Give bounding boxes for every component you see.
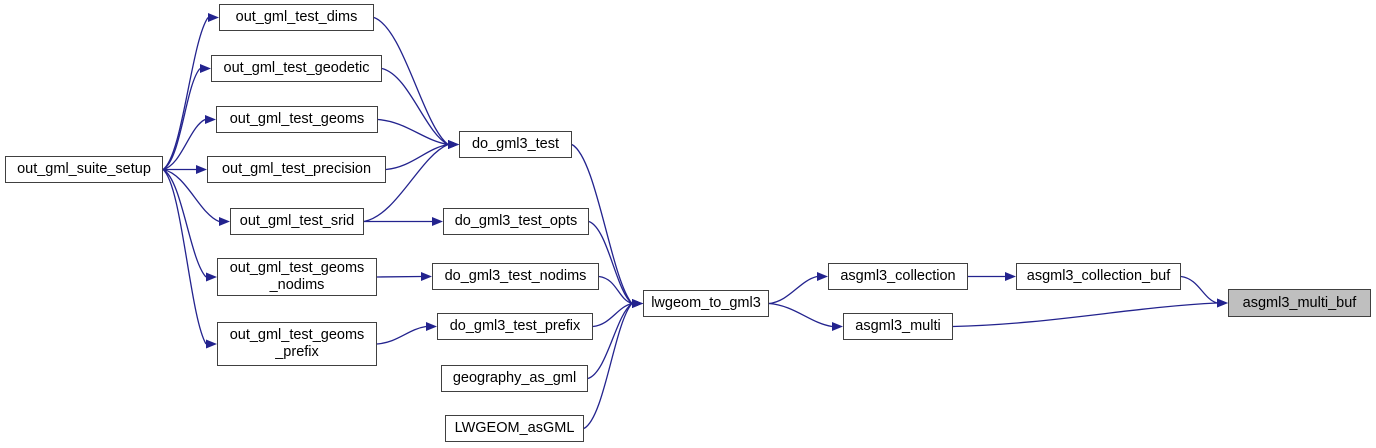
- graph-edge-arrowhead: [1005, 272, 1016, 281]
- graph-edge: [768, 275, 818, 305]
- graph-node-label: out_gml_test_dims: [235, 9, 358, 25]
- graph-node-do_gml3_test_nodims[interactable]: do_gml3_test_nodims: [432, 263, 599, 290]
- graph-node-label: do_gml3_test: [471, 136, 560, 152]
- graph-node-out_gml_test_geoms_nodims[interactable]: out_gml_test_geoms _nodims: [217, 258, 377, 296]
- graph-edge: [162, 68, 201, 171]
- graph-edge-arrowhead: [448, 140, 459, 149]
- graph-edge-arrowhead: [448, 140, 459, 149]
- graph-edge: [768, 302, 833, 328]
- graph-node-asgml3_collection[interactable]: asgml3_collection: [828, 263, 968, 290]
- graph-edge-arrowhead: [817, 272, 828, 281]
- graph-edge: [376, 275, 422, 278]
- graph-node-label: out_gml_test_srid: [239, 213, 355, 229]
- graph-node-label: do_gml3_test_opts: [454, 213, 578, 229]
- graph-node-label: asgml3_multi_buf: [1242, 294, 1357, 311]
- graph-edge-arrowhead: [832, 322, 843, 331]
- graph-edge-arrowhead: [206, 339, 217, 349]
- graph-node-out_gml_test_geoms_prefix[interactable]: out_gml_test_geoms _prefix: [217, 322, 377, 366]
- graph-edge: [381, 67, 449, 146]
- graph-node-label: out_gml_test_precision: [221, 161, 372, 177]
- graph-edge-arrowhead: [432, 217, 443, 226]
- graph-edge-arrowhead: [448, 140, 459, 149]
- graph-edge: [592, 302, 633, 328]
- graph-node-out_gml_test_geoms[interactable]: out_gml_test_geoms: [216, 106, 378, 133]
- graph-edge: [373, 16, 449, 146]
- graph-node-label: out_gml_test_geoms _nodims: [229, 260, 365, 293]
- graph-node-label: asgml3_multi: [855, 318, 941, 334]
- graph-edge: [587, 302, 633, 380]
- graph-node-label: LWGEOM_asGML: [454, 420, 575, 436]
- graph-edge: [385, 143, 449, 171]
- graph-node-label: out_gml_test_geoms _prefix: [229, 327, 365, 360]
- graph-edge-arrowhead: [632, 299, 643, 308]
- graph-edge: [162, 168, 207, 345]
- graph-node-label: do_gml3_test_prefix: [449, 318, 581, 334]
- graph-edge-arrowhead: [448, 140, 459, 149]
- graph-node-LWGEOM_asGML[interactable]: LWGEOM_asGML: [445, 415, 584, 442]
- graph-node-label: asgml3_collection: [840, 268, 956, 284]
- graph-edge: [1180, 275, 1218, 304]
- graph-node-out_gml_test_srid[interactable]: out_gml_test_srid: [230, 208, 364, 235]
- graph-edge-arrowhead: [1217, 298, 1228, 308]
- graph-edge-arrowhead: [632, 299, 643, 308]
- graph-edge-arrowhead: [632, 299, 643, 308]
- graph-node-out_gml_test_geodetic[interactable]: out_gml_test_geodetic: [211, 55, 382, 82]
- graph-edge-arrowhead: [208, 13, 219, 22]
- graph-edge: [952, 302, 1218, 328]
- graph-edge-arrowhead: [196, 165, 207, 174]
- graph-edge-arrowhead: [205, 115, 216, 124]
- graph-edge: [162, 17, 209, 171]
- graph-edge-arrowhead: [1217, 298, 1228, 308]
- graph-node-label: geography_as_gml: [452, 370, 577, 386]
- graph-node-label: asgml3_collection_buf: [1026, 268, 1171, 284]
- graph-edge-arrowhead: [421, 272, 432, 281]
- graph-edge: [376, 325, 427, 345]
- graph-node-out_gml_test_precision[interactable]: out_gml_test_precision: [207, 156, 386, 183]
- graph-node-geography_as_gml[interactable]: geography_as_gml: [441, 365, 588, 392]
- graph-node-label: out_gml_suite_setup: [17, 161, 151, 177]
- graph-node-label: out_gml_test_geoms: [229, 111, 365, 127]
- graph-edge: [162, 118, 206, 171]
- graph-node-asgml3_collection_buf[interactable]: asgml3_collection_buf: [1016, 263, 1181, 290]
- graph-node-do_gml3_test_prefix[interactable]: do_gml3_test_prefix: [437, 313, 593, 340]
- graph-edge-arrowhead: [632, 299, 643, 308]
- graph-edge: [162, 168, 207, 278]
- graph-node-label: do_gml3_test_nodims: [444, 268, 587, 284]
- graph-node-do_gml3_test_opts[interactable]: do_gml3_test_opts: [443, 208, 589, 235]
- graph-edge-arrowhead: [206, 272, 217, 282]
- graph-edge: [598, 275, 633, 305]
- graph-node-asgml3_multi_buf[interactable]: asgml3_multi_buf: [1228, 289, 1371, 317]
- graph-node-lwgeom_to_gml3[interactable]: lwgeom_to_gml3: [643, 290, 769, 317]
- graph-edge-arrowhead: [426, 322, 437, 331]
- graph-edge-arrowhead: [219, 217, 230, 226]
- graph-edge-arrowhead: [632, 299, 643, 308]
- graph-node-out_gml_test_dims[interactable]: out_gml_test_dims: [219, 4, 374, 31]
- graph-edge-arrowhead: [200, 64, 211, 73]
- graph-node-label: out_gml_test_geodetic: [223, 60, 370, 76]
- graph-edge-arrowhead: [632, 299, 643, 308]
- graph-node-asgml3_multi[interactable]: asgml3_multi: [843, 313, 953, 340]
- graph-node-label: lwgeom_to_gml3: [651, 295, 761, 311]
- graph-node-out_gml_suite_setup[interactable]: out_gml_suite_setup: [5, 156, 163, 183]
- graph-node-do_gml3_test[interactable]: do_gml3_test: [459, 131, 572, 158]
- graph-edge-arrowhead: [448, 140, 459, 149]
- graph-edge: [377, 118, 449, 146]
